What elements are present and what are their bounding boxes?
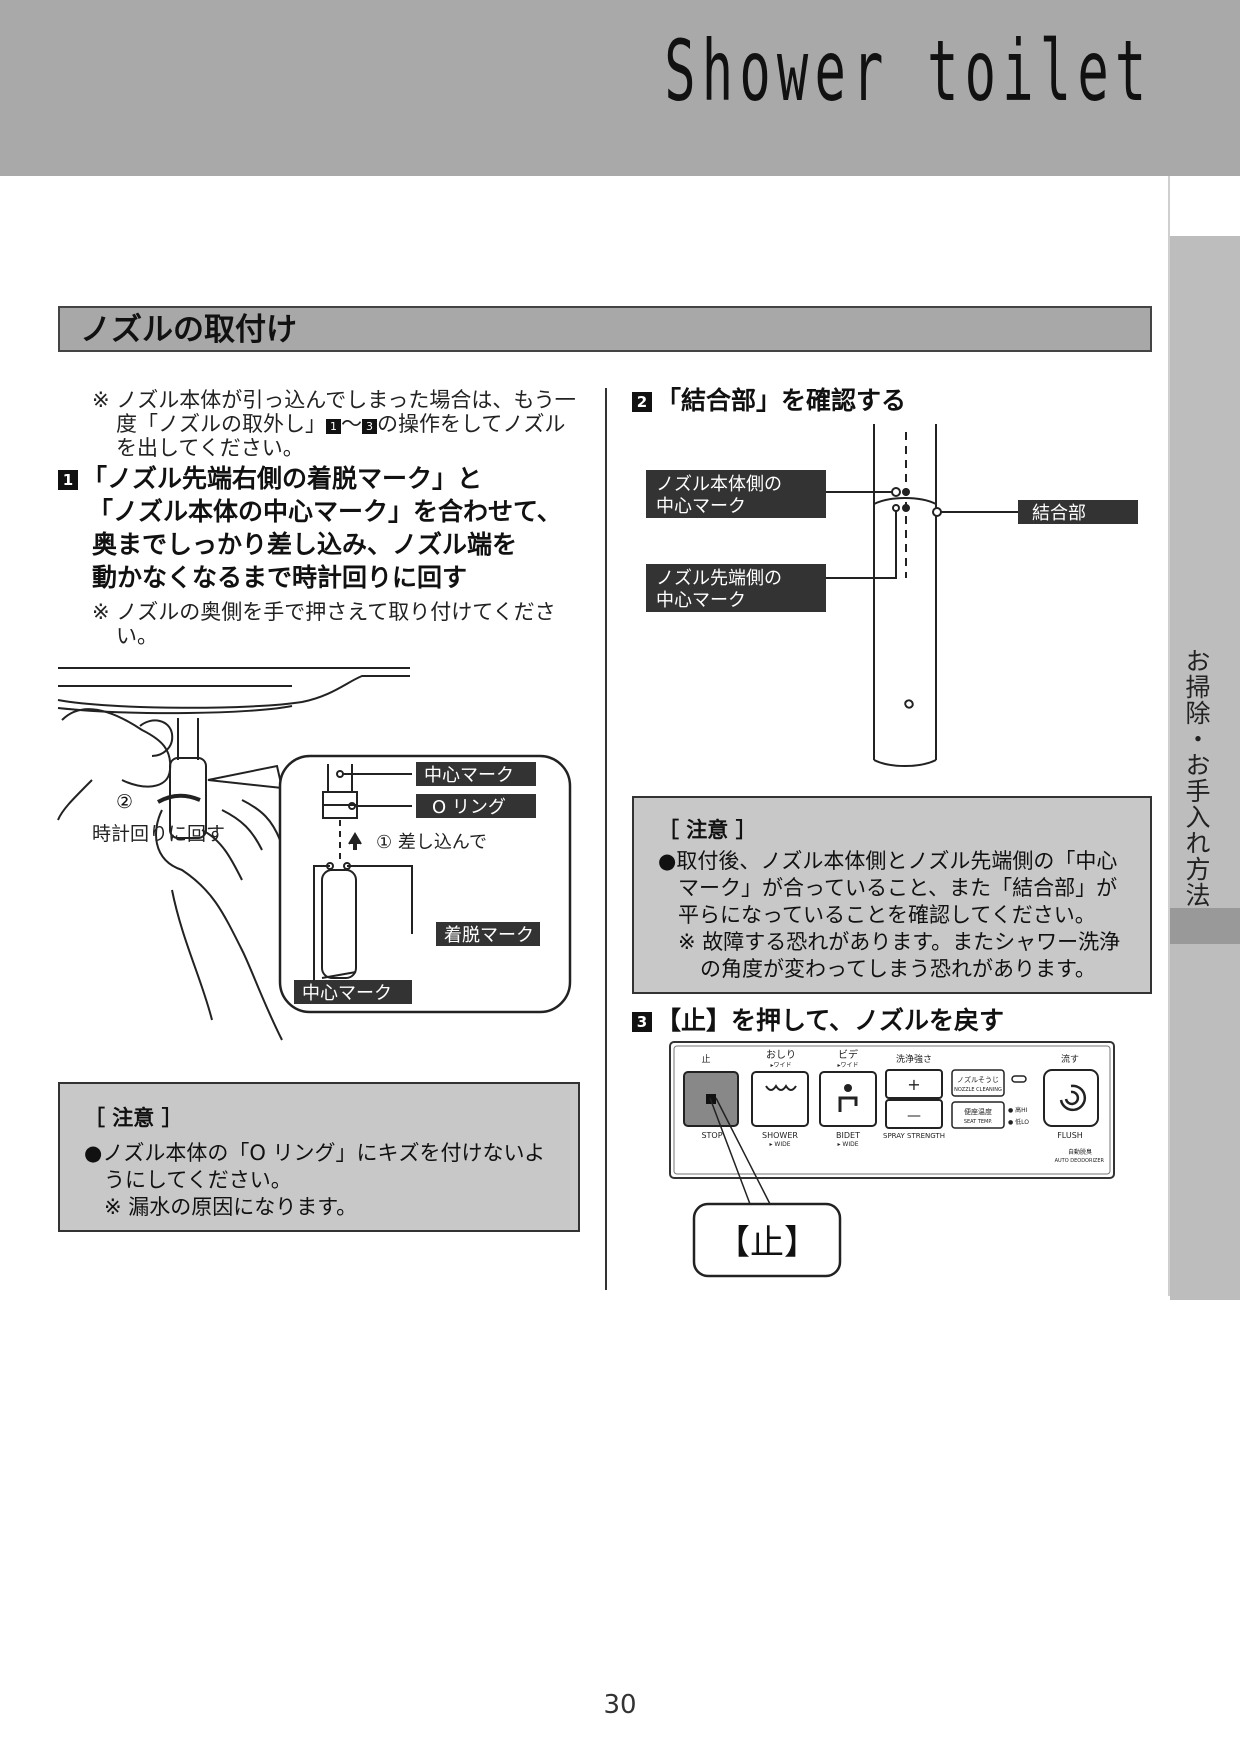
side-tab-label: お掃除・お手入れ方法 <box>1182 648 1211 908</box>
flush-button <box>1043 1069 1099 1127</box>
svg-text:【止】: 【止】 <box>716 1223 818 1263</box>
label-o-ring: O リング <box>432 797 506 818</box>
svg-text:NOZZLE CLEANING: NOZZLE CLEANING <box>954 1087 1002 1093</box>
step-1: 1「ノズル先端右側の着脱マーク」と 「ノズル本体の中心マーク」を合わせて、 奥ま… <box>58 462 598 594</box>
svg-text:AUTO DEODORIZER: AUTO DEODORIZER <box>1055 1158 1105 1164</box>
label-joint: 結合部 <box>1032 503 1086 524</box>
seat-temp-button <box>951 1101 1005 1129</box>
label-tip-mark-1: ノズル先端側の <box>656 568 782 589</box>
side-tab <box>1170 236 1240 1300</box>
svg-text:ビデ: ビデ <box>838 1048 858 1061</box>
header-band <box>0 0 1240 176</box>
stop-callout <box>692 1202 842 1278</box>
label-tip-mark-2: 中心マーク <box>656 590 746 611</box>
svg-text:▸ワイド: ▸ワイド <box>770 1062 791 1069</box>
svg-text:自動脱臭: 自動脱臭 <box>1068 1148 1092 1156</box>
rotate-text: 時計回りに回す <box>92 823 225 845</box>
label-center-mark-top: 中心マーク <box>424 765 514 786</box>
nozzle-cleaning-button <box>951 1069 1005 1097</box>
svg-text:SEAT TEMP.: SEAT TEMP. <box>964 1119 993 1125</box>
side-tab-marker <box>1170 908 1240 944</box>
svg-text:ノズルそうじ: ノズルそうじ <box>957 1075 999 1084</box>
svg-text:+: + <box>907 1075 920 1094</box>
section-title: ノズルの取付け <box>58 306 1152 352</box>
svg-text:SHOWER: SHOWER <box>762 1131 798 1140</box>
push-text: ① 差し込んで <box>376 832 487 853</box>
svg-text:▸ワイド: ▸ワイド <box>837 1062 858 1069</box>
rotate-number: ② <box>116 791 133 813</box>
nozzle-install-illustration: ② 時計回りに回す 中心マーク O リング ① 差し込んで 着脱マーク 中心マー… <box>57 667 572 1041</box>
label-detach-mark: 着脱マーク <box>444 925 534 946</box>
step-3-title: 3【止】を押して、ノズルを戻す <box>632 1004 1152 1037</box>
column-divider <box>605 388 607 1290</box>
page-number: 30 <box>603 1690 637 1720</box>
svg-text:▸ WIDE: ▸ WIDE <box>837 1141 858 1148</box>
side-divider <box>1168 176 1170 1296</box>
caution-box-left: ［ 注意 ］ ●ノズル本体の「O リング」にキズを付けないよ うにしてください。… <box>58 1082 580 1232</box>
caution-heading: ［ 注意 ］ <box>84 1106 183 1130</box>
svg-text:● 低LO: ● 低LO <box>1008 1118 1029 1126</box>
step-number: 1 <box>58 470 78 490</box>
caution-box-right: ［ 注意 ］ ●取付後、ノズル本体側とノズル先端側の「中心 マーク」が合っている… <box>632 796 1152 994</box>
svg-text:止: 止 <box>701 1053 710 1065</box>
svg-text:洗浄強さ: 洗浄強さ <box>896 1053 932 1065</box>
svg-text:流す: 流す <box>1061 1053 1079 1065</box>
svg-text:STOP: STOP <box>701 1131 722 1140</box>
strength-minus-button <box>885 1099 943 1129</box>
step-2-title: 2「結合部」を確認する <box>632 384 1152 417</box>
strength-plus-button <box>885 1069 943 1099</box>
step-ref-3: 3 <box>362 419 377 434</box>
shower-button <box>751 1071 809 1127</box>
svg-text:おしり: おしり <box>766 1049 796 1061</box>
label-body-mark-2: 中心マーク <box>656 496 746 517</box>
svg-text:SPRAY STRENGTH: SPRAY STRENGTH <box>883 1132 945 1140</box>
remote-panel-illustration: 止 STOP おしり ▸ワイド SHOWER ▸ WIDE ビデ ▸ワイド BI… <box>669 1041 1115 1278</box>
step-number: 2 <box>632 392 652 412</box>
note-hold: ※ ノズルの奥側を手で押さえて取り付けてくださ い。 <box>92 600 556 648</box>
svg-text:便座温度: 便座温度 <box>964 1107 992 1116</box>
brand-logo: Shower toilet <box>663 22 1152 120</box>
label-center-mark-bottom: 中心マーク <box>302 983 392 1004</box>
step-ref-1: 1 <box>326 419 341 434</box>
label-body-mark-1: ノズル本体側の <box>656 474 782 495</box>
svg-text:FLUSH: FLUSH <box>1057 1131 1083 1140</box>
svg-text:BIDET: BIDET <box>836 1131 860 1140</box>
joint-check-illustration: ノズル本体側の 中心マーク ノズル先端側の 中心マーク 結合部 <box>646 424 1138 767</box>
step-number: 3 <box>632 1012 652 1032</box>
caution-heading: ［ 注意 ］ <box>658 818 757 842</box>
svg-text:—: — <box>907 1108 921 1124</box>
svg-text:● 高HI: ● 高HI <box>1008 1106 1028 1114</box>
svg-text:▸ WIDE: ▸ WIDE <box>769 1141 790 1148</box>
